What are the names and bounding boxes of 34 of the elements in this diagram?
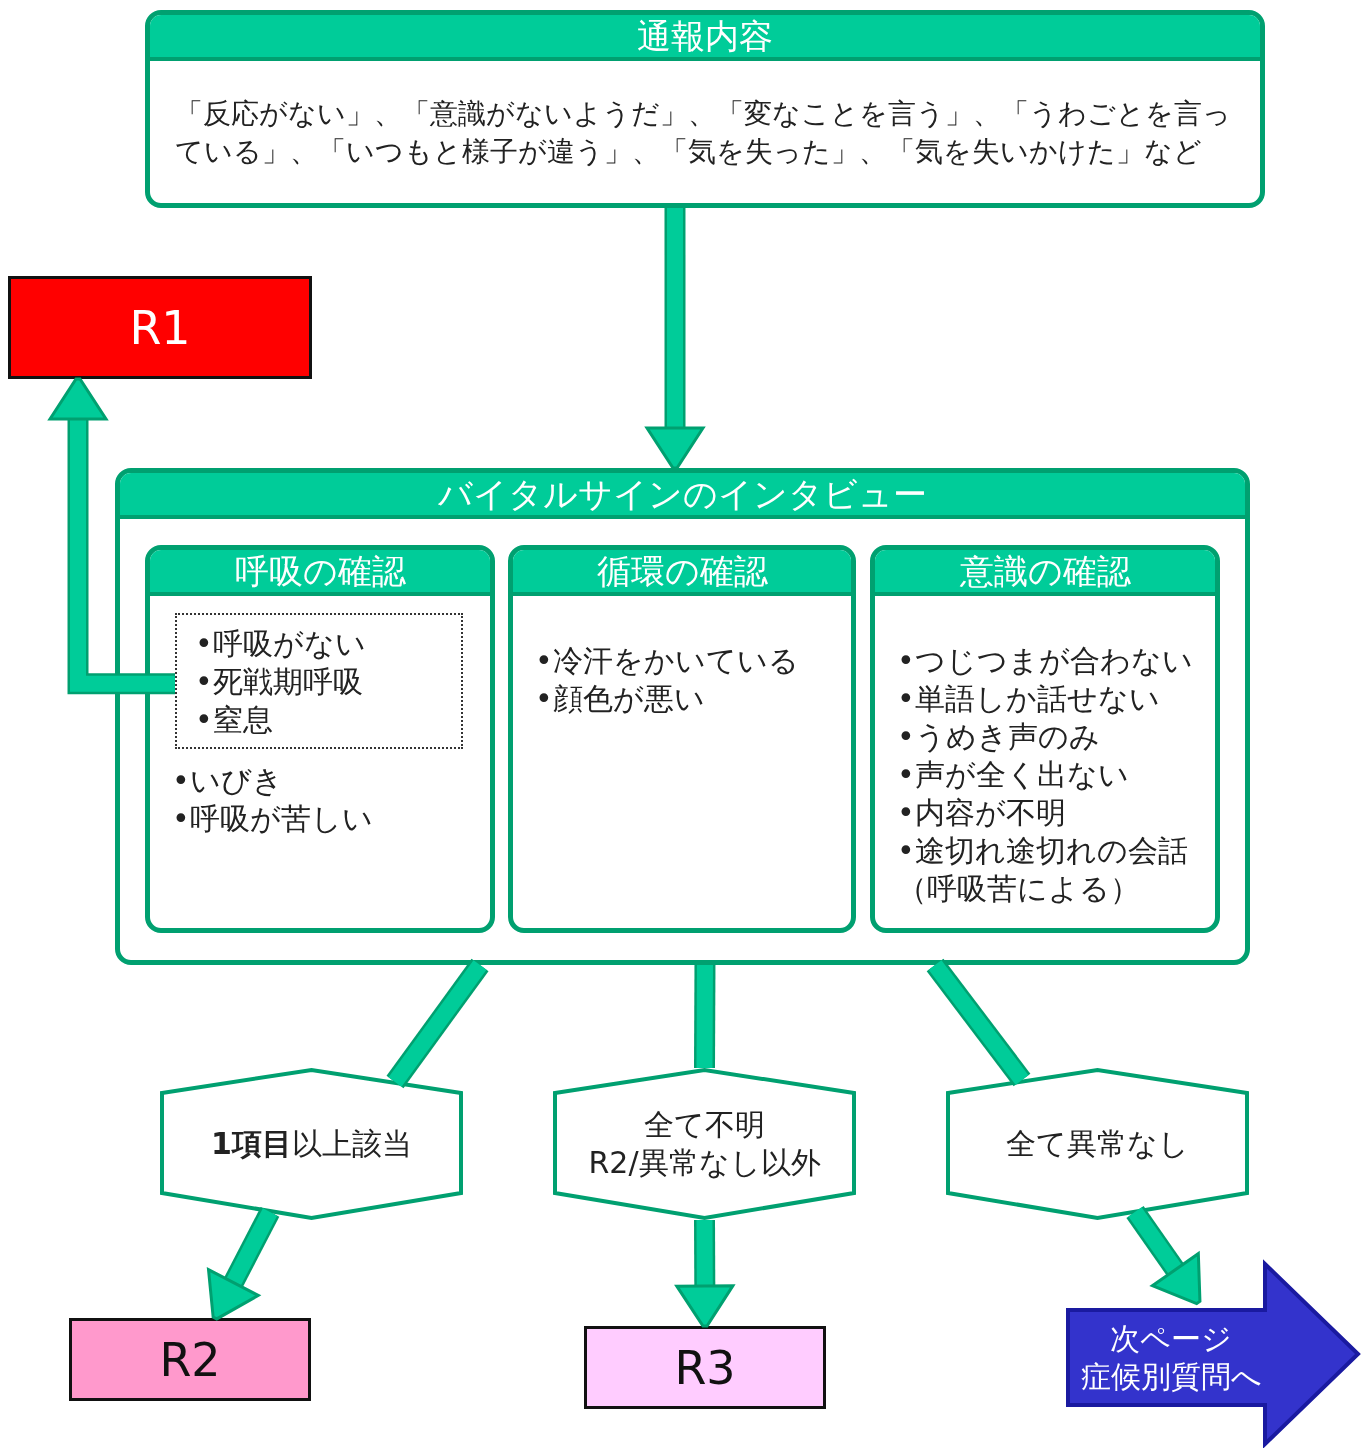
highlight-box bbox=[175, 613, 463, 749]
result-box: R3 bbox=[584, 1326, 826, 1409]
panel-heading: 呼吸の確認 bbox=[150, 550, 490, 596]
list-item: •呼吸が苦しい bbox=[172, 800, 374, 838]
panel bbox=[870, 545, 1220, 933]
list-item: •冷汗をかいている bbox=[535, 642, 800, 680]
list-item: •内容が不明 bbox=[897, 794, 1067, 832]
shape-label: 症候別質問へ bbox=[1080, 1357, 1262, 1396]
panel-heading: 通報内容 bbox=[150, 15, 1260, 61]
panel bbox=[145, 10, 1265, 208]
list-item: 「反応がない」、「意識がないようだ」、「変なことを言う」、「うわごとを言っている」、「いつもと様子が違う」、「気を失った」、「気を失いかけた」など bbox=[175, 96, 1232, 170]
panel bbox=[115, 468, 1250, 965]
result-box: R2 bbox=[69, 1318, 311, 1401]
list-item: •顔色が悪い bbox=[535, 680, 706, 718]
result-box: R1 bbox=[8, 276, 312, 379]
list-item: •声が全く出ない bbox=[897, 756, 1130, 794]
list-item: •いびき bbox=[172, 762, 284, 800]
list-item: •うめき声のみ bbox=[897, 718, 1101, 756]
list-item: •死戦期呼吸 bbox=[195, 663, 363, 701]
list-item: •単語しか話せない bbox=[897, 680, 1161, 718]
shape-label: 次ページ bbox=[1110, 1319, 1232, 1358]
shape-label: 1項目以上該当 bbox=[211, 1125, 412, 1163]
shape-label: R2/異常なし以外 bbox=[588, 1144, 821, 1182]
list-item: •窒息 bbox=[195, 701, 273, 739]
panel bbox=[145, 545, 495, 933]
shape-label: 全て異常なし bbox=[1006, 1125, 1189, 1163]
panel-heading: バイタルサインのインタビュー bbox=[120, 473, 1245, 519]
panel-heading: 循環の確認 bbox=[513, 550, 851, 596]
panel bbox=[508, 545, 856, 933]
shape-label: 全て不明 bbox=[644, 1106, 765, 1144]
panel-heading: 意識の確認 bbox=[875, 550, 1215, 596]
list-item: •途切れ途切れの会話（呼吸苦による） bbox=[897, 832, 1189, 908]
list-item: •呼吸がない bbox=[195, 625, 366, 663]
list-item: •つじつまが合わない bbox=[897, 642, 1194, 680]
